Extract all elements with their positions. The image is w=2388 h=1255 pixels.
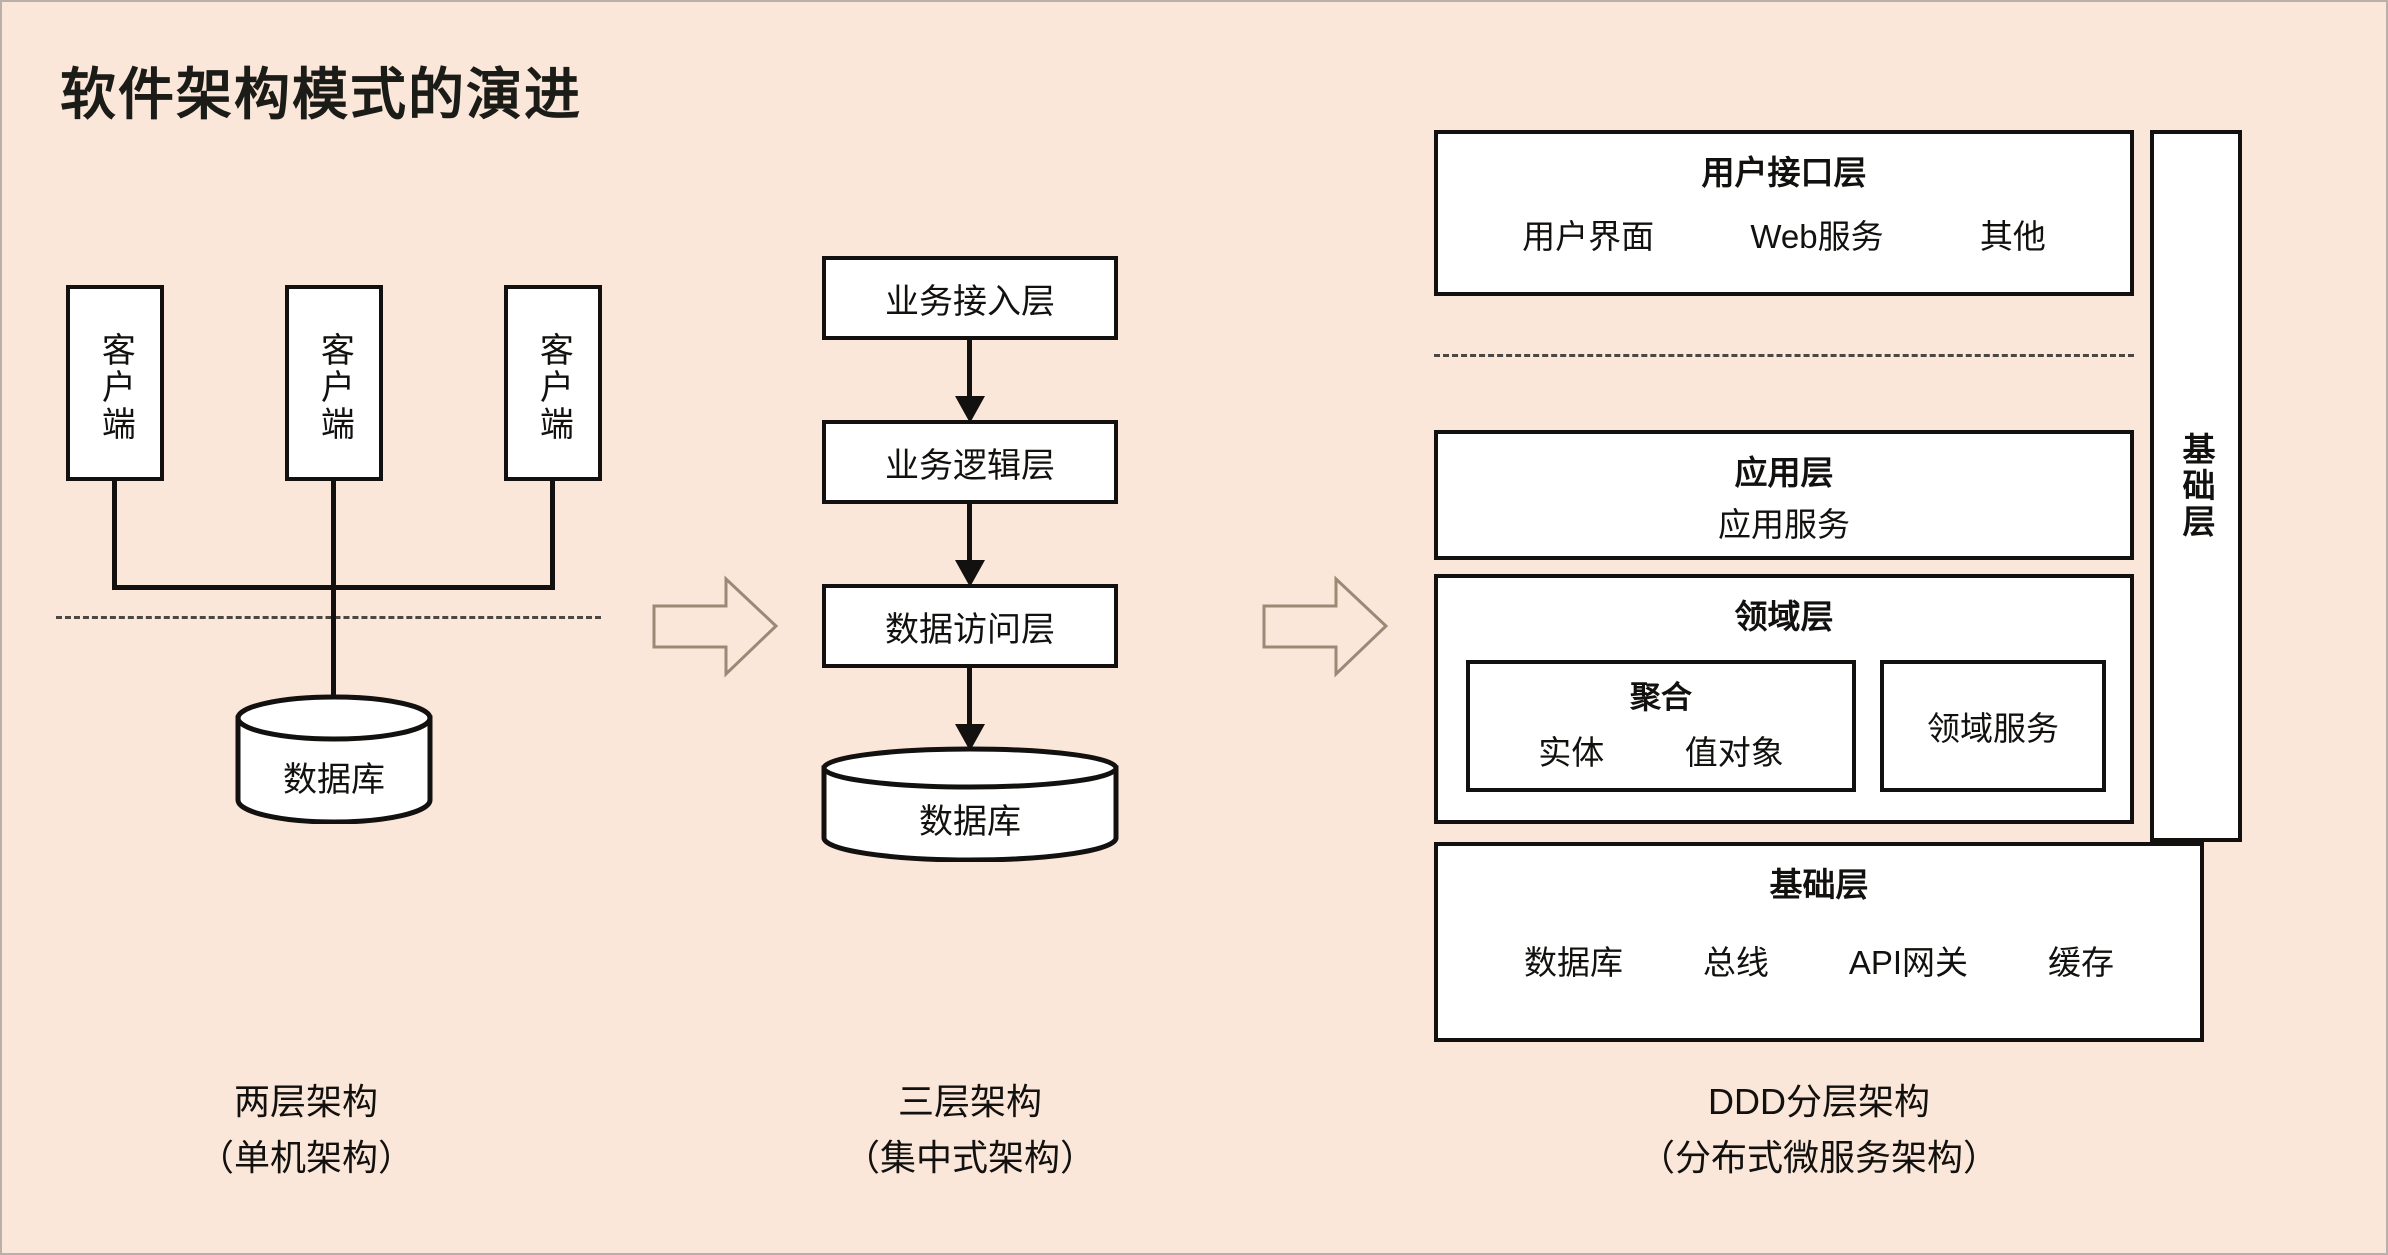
ddd-infrastructure-layer[interactable]: 基础层 数据库 总线 API网关 缓存 xyxy=(1434,842,2204,1042)
connector-client1-drop xyxy=(112,481,117,589)
client-box-2-label: 客户端 xyxy=(315,331,354,443)
ui-item-user-interface: 用户界面 xyxy=(1522,218,1655,255)
aggregate-item-value-object: 值对象 xyxy=(1684,734,1784,771)
ddd-aggregate-box[interactable]: 聚合 实体 值对象 xyxy=(1466,660,1856,792)
tier-box-business-access-label: 业务接入层 xyxy=(885,282,1055,321)
ddd-layer-separator-dashed-line xyxy=(1434,354,2134,357)
arrowhead-down-icon xyxy=(955,724,985,751)
ddd-application-layer[interactable]: 应用层 应用服务 xyxy=(1434,430,2134,560)
ddd-domain-service-label: 领域服务 xyxy=(1927,710,2059,747)
page-title: 软件架构模式的演进 xyxy=(60,63,582,126)
ddd-domain-layer[interactable]: 领域层 聚合 实体 值对象 领域服务 xyxy=(1434,574,2134,824)
ddd-infrastructure-sidebar-label: 基础层 xyxy=(2178,432,2215,540)
tier-separator-dashed-line xyxy=(56,616,601,619)
arrow-two-tier-to-three-tier xyxy=(650,574,780,684)
aggregate-item-entity: 实体 xyxy=(1538,734,1605,771)
client-box-1[interactable]: 客户端 xyxy=(66,285,164,481)
client-box-1-label: 客户端 xyxy=(96,331,135,443)
tier-box-data-access[interactable]: 数据访问层 xyxy=(822,584,1118,668)
ddd-caption-secondary: （分布式微服务架构） xyxy=(1638,1136,1999,1178)
ddd-application-layer-items: 应用服务 xyxy=(1438,498,2130,546)
connector-client3-drop xyxy=(550,481,555,589)
arrowhead-down-icon xyxy=(955,560,985,587)
ddd-aggregate-items: 实体 值对象 xyxy=(1470,726,1852,774)
ddd-user-interface-layer-title: 用户接口层 xyxy=(1701,154,1867,191)
ui-item-web-service: Web服务 xyxy=(1750,218,1884,255)
tier-box-data-access-label: 数据访问层 xyxy=(885,610,1055,649)
three-tier-caption: 三层架构 （集中式架构） xyxy=(730,1074,1210,1186)
ddd-infrastructure-sidebar[interactable]: 基础层 xyxy=(2150,130,2242,842)
ddd-infrastructure-layer-items: 数据库 总线 API网关 缓存 xyxy=(1438,936,2200,984)
block-arrow-icon xyxy=(652,575,779,678)
three-tier-caption-secondary: （集中式架构） xyxy=(843,1136,1096,1178)
infra-item-api-gateway: API网关 xyxy=(1848,944,1969,981)
two-tier-database-label: 数据库 xyxy=(283,761,385,799)
client-box-2[interactable]: 客户端 xyxy=(285,285,383,481)
client-box-3[interactable]: 客户端 xyxy=(504,285,602,481)
ddd-aggregate-title: 聚合 xyxy=(1630,680,1692,715)
ddd-domain-service-box[interactable]: 领域服务 xyxy=(1880,660,2106,792)
two-tier-caption: 两层架构 （单机架构） xyxy=(66,1074,546,1186)
three-tier-caption-primary: 三层架构 xyxy=(897,1081,1042,1122)
two-tier-database-cylinder[interactable]: 数据库 xyxy=(234,694,434,825)
block-arrow-icon xyxy=(1262,575,1389,678)
infra-item-cache: 缓存 xyxy=(2047,944,2114,981)
arrowhead-down-icon xyxy=(955,396,985,423)
ddd-application-layer-title: 应用层 xyxy=(1734,454,1834,491)
arrow-three-tier-to-ddd xyxy=(1260,574,1390,684)
tier-box-business-access[interactable]: 业务接入层 xyxy=(822,256,1118,340)
database-cylinder-icon xyxy=(235,694,433,825)
ddd-user-interface-layer[interactable]: 用户接口层 用户界面 Web服务 其他 xyxy=(1434,130,2134,296)
ddd-caption: DDD分层架构 （分布式微服务架构） xyxy=(1434,1074,2204,1186)
infra-item-bus: 总线 xyxy=(1702,944,1769,981)
two-tier-caption-primary: 两层架构 xyxy=(233,1081,378,1122)
ddd-user-interface-layer-items: 用户界面 Web服务 其他 xyxy=(1438,210,2130,258)
client-box-3-label: 客户端 xyxy=(534,331,573,443)
connector-bus-to-database xyxy=(331,585,336,714)
infra-item-database: 数据库 xyxy=(1523,944,1623,981)
ddd-caption-primary: DDD分层架构 xyxy=(1708,1081,1930,1122)
application-item-application-service: 应用服务 xyxy=(1718,506,1850,543)
ddd-domain-layer-title: 领域层 xyxy=(1734,598,1834,635)
three-tier-database-cylinder[interactable]: 数据库 xyxy=(820,746,1120,863)
tier-box-business-logic-label: 业务逻辑层 xyxy=(885,446,1055,485)
ui-item-other: 其他 xyxy=(1979,218,2046,255)
ddd-infrastructure-layer-title: 基础层 xyxy=(1769,866,1869,903)
three-tier-database-label: 数据库 xyxy=(919,803,1021,841)
tier-box-business-logic[interactable]: 业务逻辑层 xyxy=(822,420,1118,504)
database-cylinder-icon xyxy=(821,746,1119,863)
connector-client2-drop xyxy=(331,481,336,589)
two-tier-caption-secondary: （单机架构） xyxy=(197,1136,414,1178)
